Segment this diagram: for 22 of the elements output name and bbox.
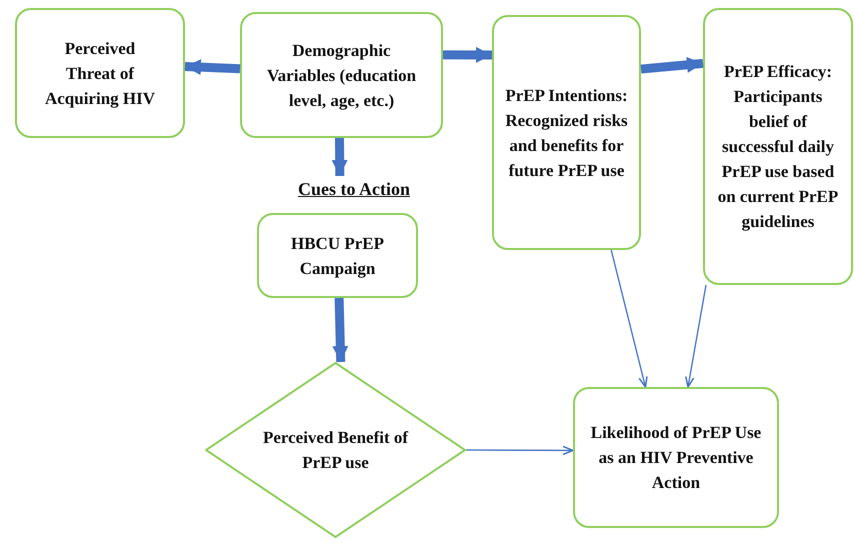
node-label: Perceived Threat of Acquiring HIV: [44, 38, 156, 110]
arrow: [640, 56, 704, 74]
process-box: [15, 8, 185, 138]
process-box: [703, 8, 853, 285]
node-label: PrEP Efficacy: Participants belief of successful daily PrEP use based on current PrEP guidelines: [716, 61, 840, 233]
process-box: [573, 387, 779, 528]
node-label: PrEP Intentions: Recognized risks and benefits for future PrEP use: [504, 84, 629, 182]
arrow: [685, 284, 707, 388]
arrow: [610, 250, 648, 388]
node-label: Perceived Benefit of PrEP use: [262, 427, 410, 474]
heading-label: Cues to Action: [298, 178, 410, 200]
node-label: Demographic Variables (education level, age, etc.): [266, 40, 418, 112]
arrow: [442, 46, 492, 63]
arrow: [332, 138, 348, 176]
arrow: [184, 59, 240, 76]
node-label: Likelihood of PrEP Use as an HIV Preventive Action: [590, 422, 762, 494]
arrow: [466, 446, 574, 456]
process-box: [240, 12, 443, 138]
process-box: [257, 213, 418, 298]
node-label: HBCU PrEP Campaign: [290, 232, 386, 280]
arrow: [332, 298, 348, 362]
process-box: [492, 15, 641, 250]
